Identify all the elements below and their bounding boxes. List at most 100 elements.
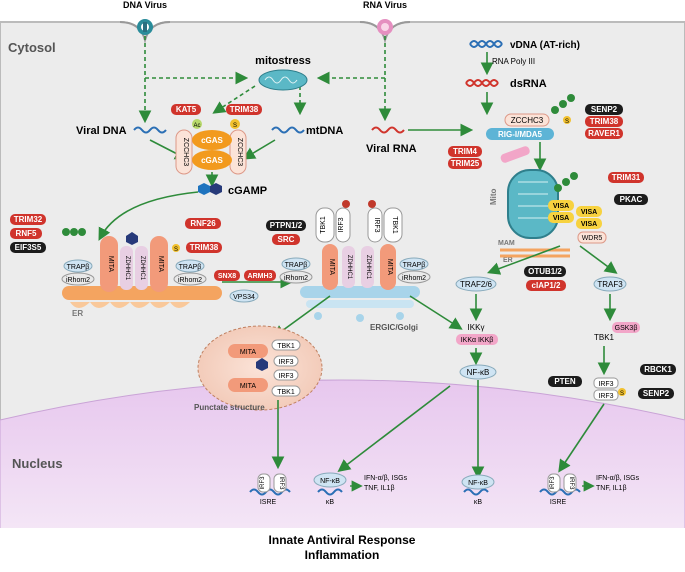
rigi-trim38-label: TRIM38	[590, 117, 619, 126]
left-trap-a-label: TRAPβ	[67, 264, 90, 271]
ergic-irhom-a-label: iRhom2	[284, 275, 308, 282]
traf3-label: TRAF3	[597, 280, 623, 289]
ac-mark: Ac	[193, 123, 200, 129]
punc-tbk1-a-label: TBK1	[277, 343, 295, 350]
rigi-senp2-label: SENP2	[591, 105, 618, 114]
left-mita1-label: MITA	[107, 256, 114, 273]
cgas2-label: cGAS	[201, 156, 223, 165]
vdna-label: vDNA (AT-rich)	[510, 40, 580, 51]
right-tbk1-label: TBK1	[594, 333, 615, 342]
rnf26-label: RNF26	[190, 219, 216, 228]
otub-label: OTUB1/2	[528, 267, 562, 276]
ergic-irf3-b-label: IRF3	[373, 217, 380, 232]
cgas-trim38-label: TRIM38	[230, 105, 259, 114]
dna-virus-icon	[137, 19, 153, 35]
rigi-zcchc3-label: ZCCHC3	[511, 116, 544, 125]
mtdna-label: mtDNA	[306, 125, 343, 137]
trim25-label: TRIM25	[451, 159, 480, 168]
viral-rna-label: Viral RNA	[366, 143, 417, 155]
nuc-nfkb2-label: NF-κB	[468, 480, 488, 487]
nucleus-contents: IRF3 IRF3 ISRE NF-κB κB IFN-α/β, ISGs TN…	[249, 472, 640, 506]
rbck1-label: RBCK1	[644, 365, 672, 374]
wdr5-label: WDR5	[582, 235, 603, 242]
nuc-irf3-a-label: IRF3	[260, 476, 266, 490]
er-left	[62, 286, 222, 308]
nfkb-cyto-label: NF-κB	[467, 368, 490, 377]
viral-rna-icon	[371, 126, 405, 134]
left-cgamp-icon	[126, 232, 138, 245]
ergic-irf3-a-label: IRF3	[338, 217, 345, 232]
right-irf3-a-label: IRF3	[598, 381, 613, 388]
ergic-tbk1-b-label: TBK1	[391, 216, 398, 234]
mam-label: MAM	[498, 240, 515, 247]
rig-label: RIG-I/MDA5	[498, 130, 543, 139]
er-left-label: ER	[72, 309, 83, 318]
visa2-label: VISA	[553, 215, 569, 222]
out1b-label: TNF, IL1β	[364, 485, 394, 492]
eif3s5-label: EIF3S5	[15, 243, 42, 252]
pten-label: PTEN	[554, 377, 576, 386]
trim31-label: TRIM31	[612, 173, 641, 182]
cytosol-label: Cytosol	[8, 40, 56, 55]
rigi-complex: ZCCHC3 RIG-I/MDA5 S SENP2 TRIM38 RAVER1 …	[448, 94, 623, 169]
ergic-zdhhc1-b-label: ZDHHC1	[365, 255, 371, 280]
ikkg-label: IKKγ	[468, 323, 485, 332]
ergic-zdhhc1-a-label: ZDHHC1	[346, 255, 352, 280]
left-mita-complex: TRIM32 RNF5 EIF3S5 RNF26 TRIM38 S MITA M…	[10, 214, 222, 292]
nuc-nfkb1-label: NF-κB	[320, 478, 340, 485]
mtdna-icon	[271, 126, 305, 134]
kat5-label: KAT5	[176, 105, 197, 114]
punc-irf3-b-label: IRF3	[278, 373, 293, 380]
ergic-irhom-b-label: iRhom2	[402, 275, 426, 282]
dna-virus-label: DNA Virus	[123, 0, 167, 10]
ergic-tbk1-label: TBK1	[320, 216, 327, 234]
trim32-label: TRIM32	[14, 215, 43, 224]
nucleus-region	[0, 379, 685, 531]
visa-complex: VISA VISA VISA VISA TRIM31 PKAC WDR5	[548, 172, 648, 244]
cgas-complex: KAT5 TRIM38 Ac S ZCCHC3 ZCCHC3 cGAS cGAS	[171, 104, 262, 175]
traf26-label: TRAF2/6	[460, 280, 493, 289]
rnf5-label: RNF5	[16, 229, 37, 238]
ciap-label: cIAP1/2	[532, 281, 561, 290]
left-zdhhc1-b-label: ZDHHC1	[139, 256, 145, 281]
armh3-label: ARMH3	[248, 273, 273, 280]
left-zdhhc1-a-label: ZDHHC1	[124, 256, 130, 281]
out2a-label: IFN-α/β, ISGs	[596, 475, 640, 482]
out1a-label: IFN-α/β, ISGs	[364, 475, 408, 482]
er-right-label: ER	[503, 257, 513, 264]
rigi-s-mark: S	[565, 119, 569, 125]
nuc-irf3-d-label: IRF3	[568, 476, 574, 490]
raver1-label: RAVER1	[588, 129, 620, 138]
viral-dna-icon	[133, 126, 167, 134]
out2b-label: TNF, IL1β	[596, 485, 626, 492]
nuc-irf3-b-label: IRF3	[278, 476, 284, 490]
punc-irf3-a-label: IRF3	[278, 359, 293, 366]
left-irhom-b-label: iRhom2	[178, 277, 202, 284]
ikkab-label: IKKα IKKβ	[461, 337, 494, 344]
zcchc3-a-label: ZCCHC3	[182, 138, 189, 166]
cgamp-icon	[198, 183, 222, 195]
src-label: SRC	[278, 235, 295, 244]
mitostress-label: mitostress	[255, 55, 311, 67]
rna-virus-icon	[377, 19, 393, 35]
viral-dna-label: Viral DNA	[76, 125, 127, 137]
left-trap-b-label: TRAPβ	[179, 264, 202, 271]
punc-tbk1-b-label: TBK1	[277, 389, 295, 396]
dashed-arrows	[138, 36, 392, 124]
footer-line2: Inflammation	[305, 548, 380, 562]
ergic-mita1-label: MITA	[328, 259, 335, 276]
visa1-label: VISA	[553, 203, 569, 210]
punc-mita1-label: MITA	[240, 349, 257, 356]
ergic-mita2-label: MITA	[386, 259, 393, 276]
visa4-label: VISA	[581, 221, 597, 228]
punctate-complex: MITA MITA TBK1 IRF3 IRF3 TBK1	[228, 339, 301, 397]
punc-mita2-label: MITA	[240, 383, 257, 390]
left-trim38-label: TRIM38	[190, 243, 219, 252]
kb2-label: κB	[474, 499, 483, 506]
isre1-label: ISRE	[260, 499, 277, 506]
ptpn-label: PTPN1/2	[270, 221, 303, 230]
mito-label: Mito	[489, 188, 498, 205]
gsk3b-label: GSK3β	[615, 325, 638, 332]
